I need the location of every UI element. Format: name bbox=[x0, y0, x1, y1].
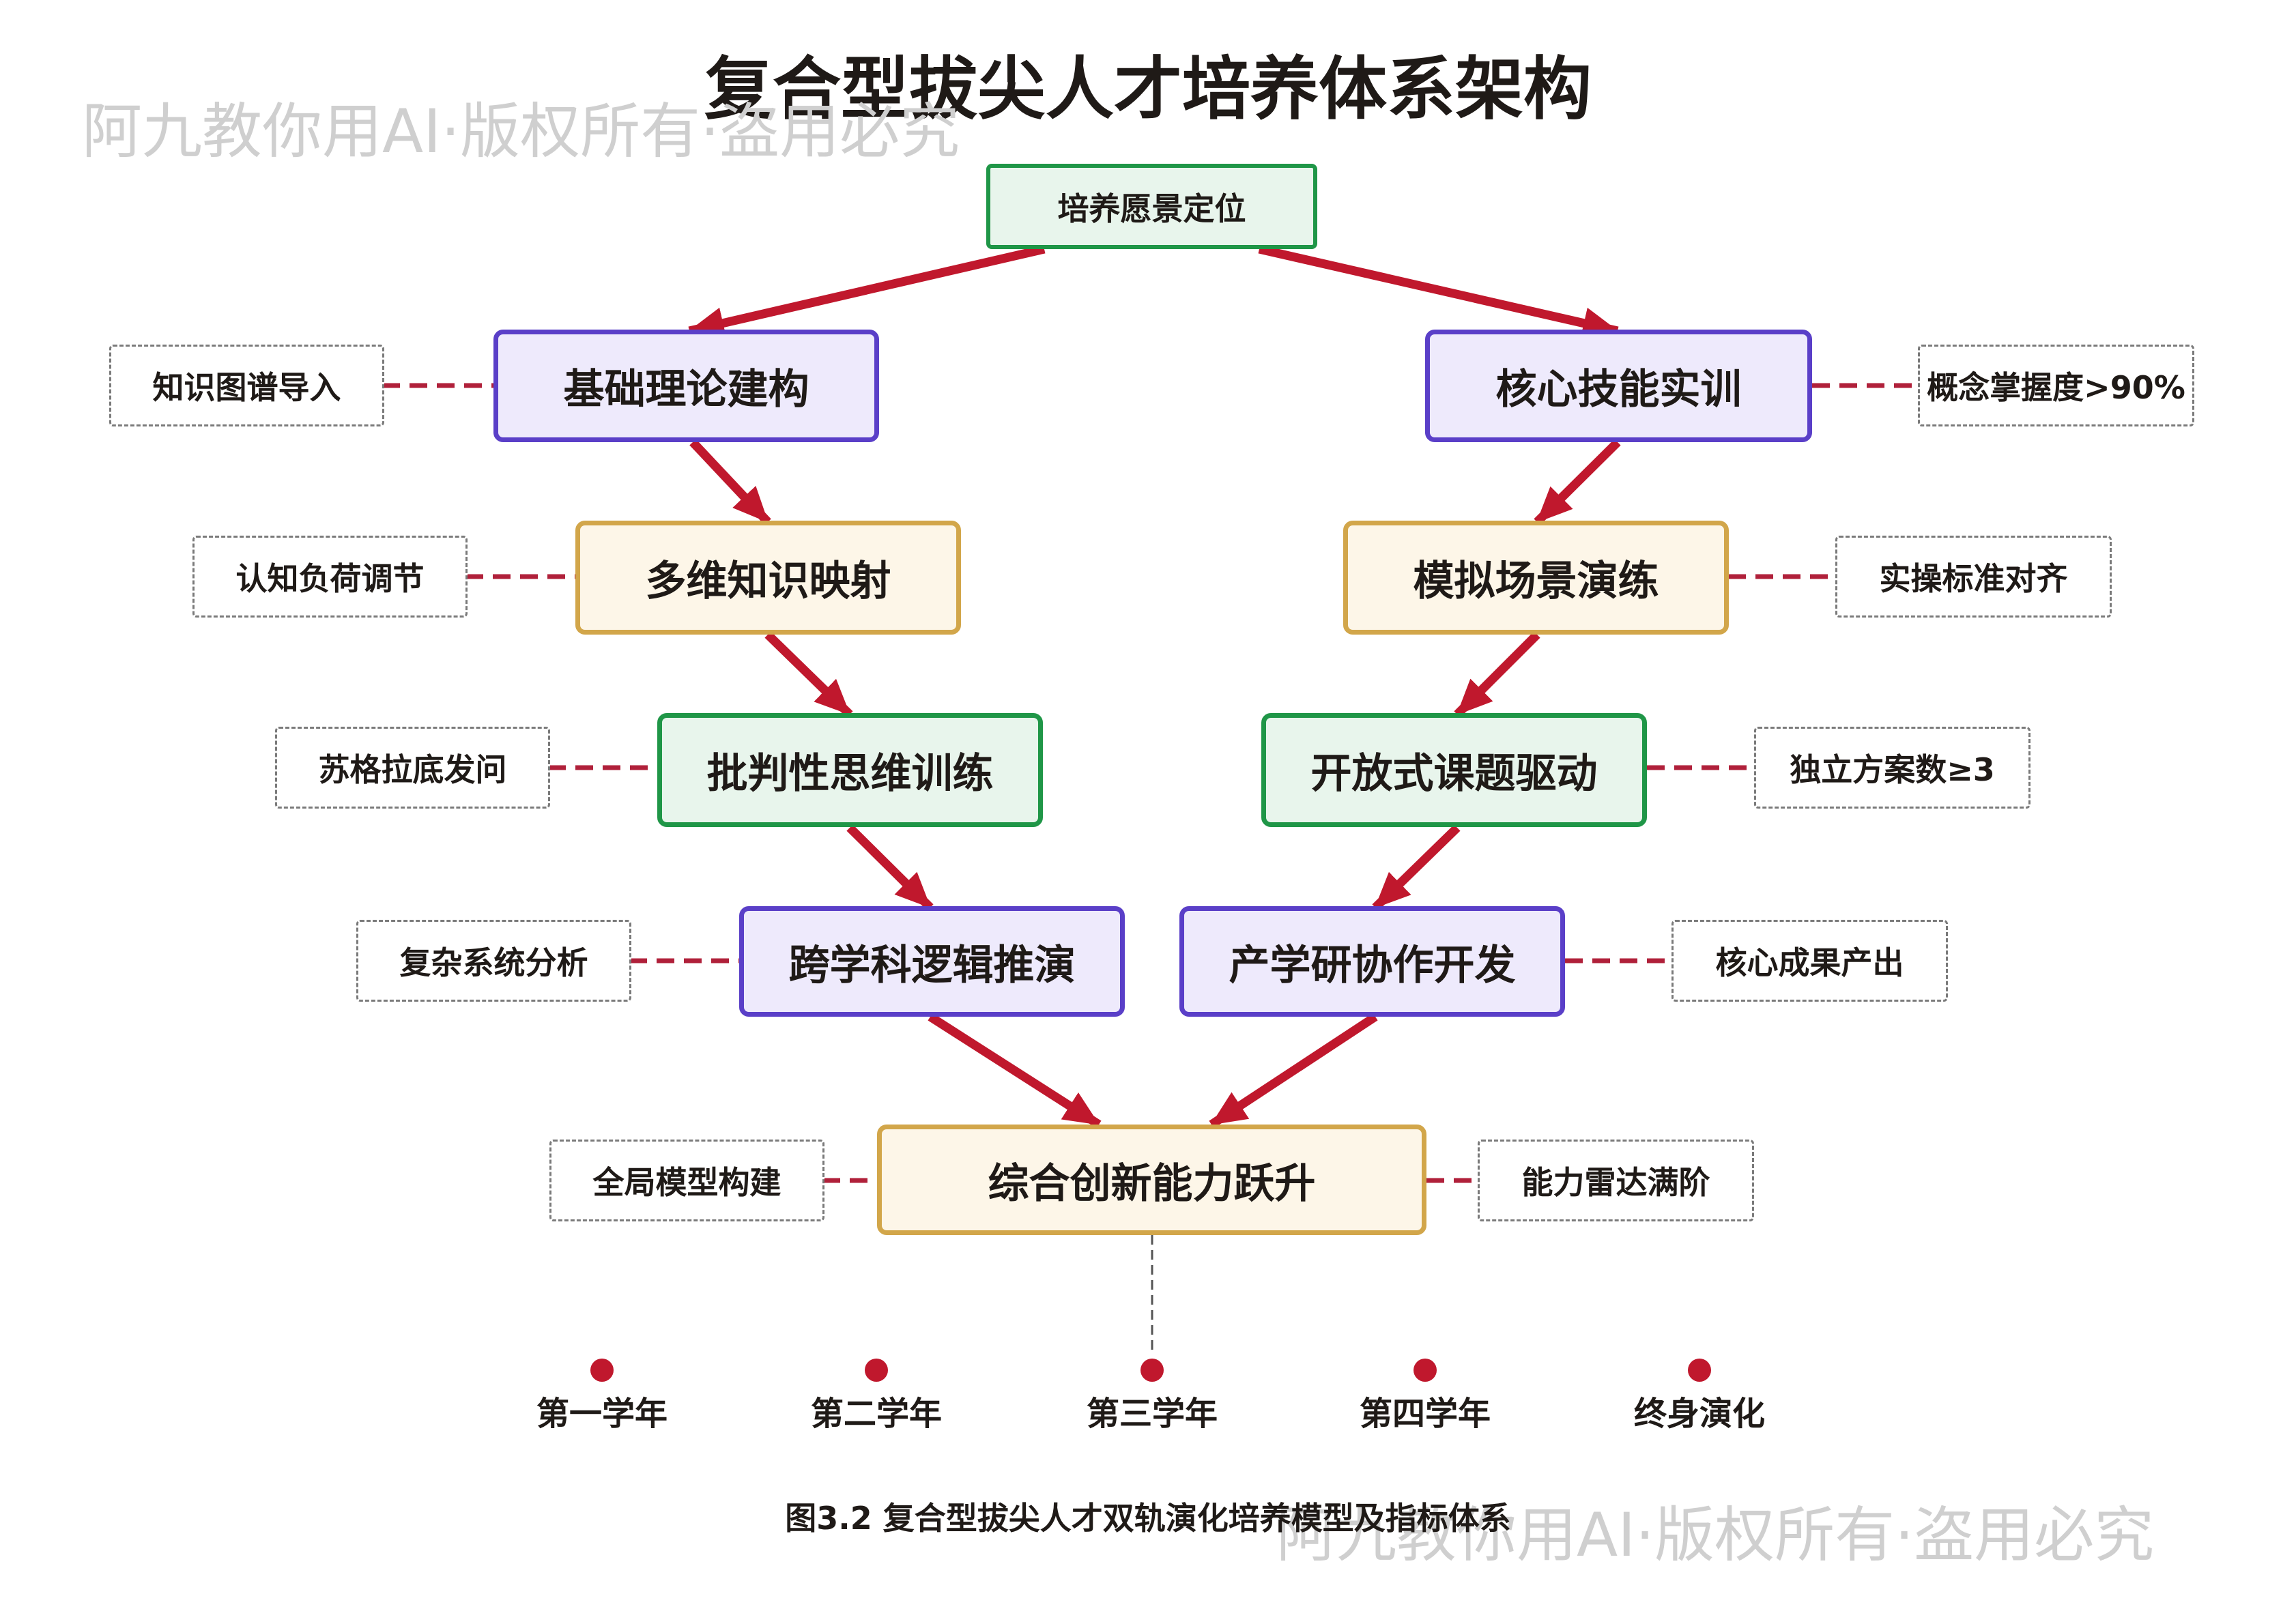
node-vision: 培养愿景定位 bbox=[986, 164, 1317, 249]
arrow-vision-to-l1 bbox=[688, 244, 1046, 339]
arrow-r2-to-r3 bbox=[1454, 631, 1540, 718]
node-r1-label: 核心技能实训 bbox=[1495, 366, 1742, 414]
timeline-label-lifelong: 终身演化 bbox=[1633, 1395, 1765, 1433]
annotation-l4: 复杂系统分析 bbox=[356, 920, 631, 1002]
timeline-dot bbox=[1140, 1359, 1164, 1382]
node-r1: 核心技能实训 bbox=[1425, 330, 1812, 442]
arrow-l3-to-l4 bbox=[846, 824, 934, 911]
node-r2-label: 模拟场景演练 bbox=[1413, 557, 1659, 605]
timeline-label-year4: 第四学年 bbox=[1359, 1395, 1491, 1433]
node-r4-label: 产学研协作开发 bbox=[1229, 941, 1516, 989]
arrow-l4-to-final bbox=[928, 1013, 1102, 1129]
node-l1: 基础理论建构 bbox=[493, 330, 879, 442]
node-l2: 多维知识映射 bbox=[575, 521, 961, 635]
annotation-l2: 认知负荷调节 bbox=[192, 536, 468, 618]
figure-caption: 图3.2 复合型拔尖人才双轨演化培养模型及指标体系 bbox=[785, 1500, 1511, 1537]
node-l4: 跨学科逻辑推演 bbox=[739, 906, 1125, 1017]
watermark-bottom: 阿九教你用AI·版权所有·盗用必究 bbox=[1276, 1500, 2155, 1570]
annotation-r2: 实操标准对齐 bbox=[1835, 536, 2112, 618]
annotation-final-right: 能力雷达满阶 bbox=[1478, 1140, 1754, 1221]
timeline-label-year2: 第二学年 bbox=[810, 1395, 942, 1433]
node-r4: 产学研协作开发 bbox=[1179, 906, 1565, 1017]
annotation-r1: 概念掌握度>90% bbox=[1918, 345, 2194, 426]
node-l1-label: 基础理论建构 bbox=[563, 366, 809, 414]
node-r3: 开放式课题驱动 bbox=[1261, 713, 1647, 827]
arrow-l1-to-l2 bbox=[689, 439, 771, 525]
annotation-l1: 知识图谱导入 bbox=[109, 345, 384, 426]
annotation-r4: 核心成果产出 bbox=[1671, 920, 1948, 1002]
node-r3-label: 开放式课题驱动 bbox=[1310, 750, 1598, 798]
arrow-r3-to-r4 bbox=[1372, 824, 1461, 911]
node-final: 综合创新能力跃升 bbox=[877, 1125, 1426, 1235]
diagram-title: 复合型拔尖人才培养体系架构 bbox=[704, 49, 1592, 129]
timeline-dot bbox=[1688, 1359, 1711, 1382]
node-l3: 批判性思维训练 bbox=[657, 713, 1043, 827]
timeline-dot bbox=[1414, 1359, 1437, 1382]
annotation-final-left: 全局模型构建 bbox=[549, 1140, 824, 1221]
node-l4-label: 跨学科逻辑推演 bbox=[788, 941, 1076, 989]
node-l2-label: 多维知识映射 bbox=[645, 557, 891, 605]
arrow-r4-to-final bbox=[1209, 1013, 1378, 1129]
node-l3-label: 批判性思维训练 bbox=[706, 750, 994, 798]
arrow-l2-to-l3 bbox=[764, 631, 853, 718]
node-final-label: 综合创新能力跃升 bbox=[988, 1159, 1316, 1208]
timeline-label-year1: 第一学年 bbox=[536, 1395, 668, 1433]
arrow-r1-to-r2 bbox=[1534, 439, 1621, 525]
node-r2: 模拟场景演练 bbox=[1343, 521, 1729, 635]
annotation-r3: 独立方案数≥3 bbox=[1754, 727, 2030, 809]
timeline-dot bbox=[865, 1359, 888, 1382]
watermark-top: 阿九教你用AI·版权所有·盗用必究 bbox=[82, 96, 960, 166]
node-vision-label: 培养愿景定位 bbox=[1057, 190, 1246, 227]
timeline-dot bbox=[590, 1359, 614, 1382]
timeline-label-year3: 第三学年 bbox=[1086, 1395, 1218, 1433]
arrow-vision-to-r1 bbox=[1258, 244, 1619, 339]
annotation-l3: 苏格拉底发问 bbox=[275, 727, 550, 809]
